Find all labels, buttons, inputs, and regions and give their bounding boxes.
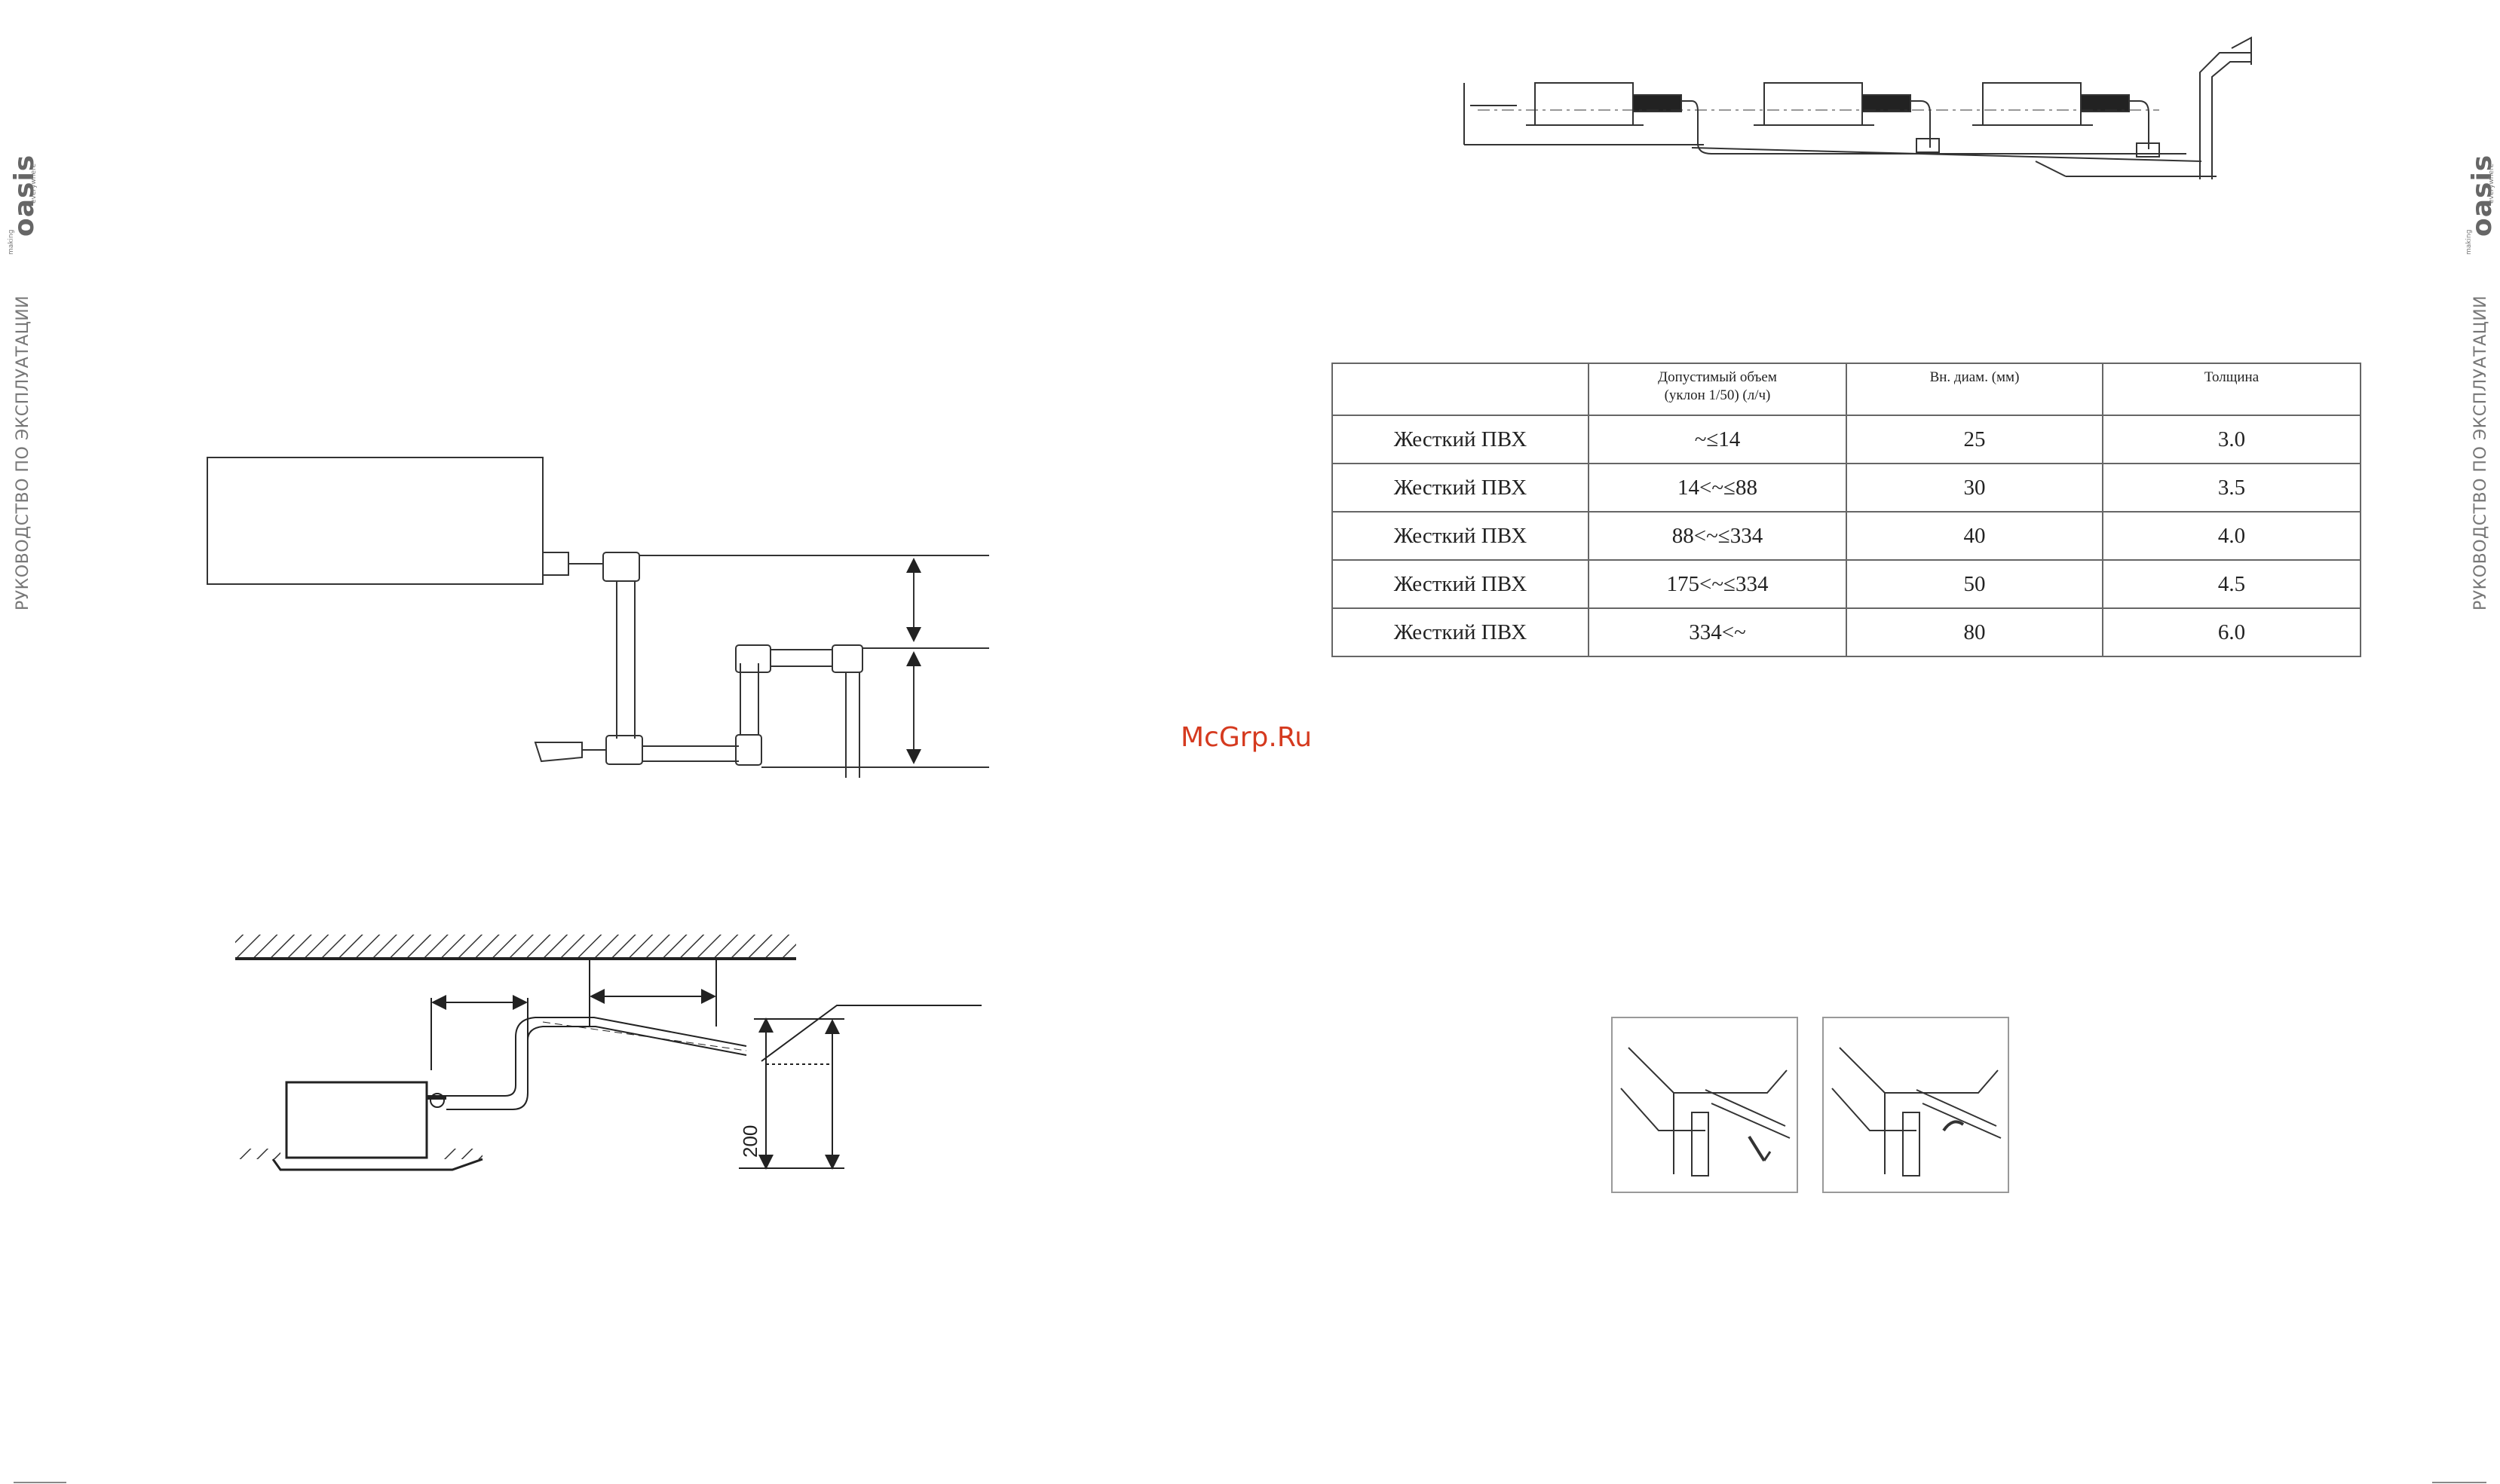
table-header-cell: Допустимый объем (уклон 1/50) (л/ч)	[1588, 363, 1847, 416]
table-cell: 88<~≤334	[1588, 511, 1847, 561]
table-row: Жесткий ПВХ ~≤14 25 3.0	[1331, 415, 2361, 464]
table-cell: Жесткий ПВХ	[1331, 415, 1589, 464]
panel-latch-diagram	[1611, 1017, 2009, 1193]
table-header-cell	[1331, 363, 1589, 416]
header-volume-text: Допустимый объем (уклон 1/50) (л/ч)	[1658, 369, 1777, 403]
table-row: Жесткий ПВХ 88<~≤334 40 4.0	[1331, 511, 2361, 561]
table-cell: 3.0	[2102, 415, 2361, 464]
dimension-200-label: 200	[739, 1125, 761, 1158]
table-cell: 3.5	[2102, 463, 2361, 513]
table-cell: 25	[1846, 415, 2103, 464]
table-cell: 80	[1846, 607, 2103, 657]
table-cell: 4.0	[2102, 511, 2361, 561]
table-header-cell: Толщина	[2102, 363, 2361, 416]
table-cell: 14<~≤88	[1588, 463, 1847, 513]
table-row: Жесткий ПВХ 334<~ 80 6.0	[1331, 607, 2361, 657]
table-cell: Жесткий ПВХ	[1331, 463, 1589, 513]
watermark-link[interactable]: McGrp.Ru	[1181, 722, 1313, 753]
table-cell: Жесткий ПВХ	[1331, 559, 1589, 609]
table-cell: Жесткий ПВХ	[1331, 607, 1589, 657]
table-cell: 50	[1846, 559, 2103, 609]
table-cell: 4.5	[2102, 559, 2361, 609]
table-cell: 6.0	[2102, 607, 2361, 657]
page-edge-mark-right	[2432, 1482, 2486, 1483]
table-cell: 175<~≤334	[1588, 559, 1847, 609]
table-cell: 334<~	[1588, 607, 1847, 657]
page-edge-mark-left	[14, 1482, 66, 1483]
table-cell: 40	[1846, 511, 2103, 561]
table-row: Жесткий ПВХ 175<~≤334 50 4.5	[1331, 559, 2361, 609]
table-cell: 30	[1846, 463, 2103, 513]
table-header-row: Допустимый объем (уклон 1/50) (л/ч) Вн. …	[1331, 363, 2361, 416]
cassette-lift-diagram	[235, 935, 982, 1171]
table-cell: Жесткий ПВХ	[1331, 511, 1589, 561]
drain-pipe-spec-table: Допустимый объем (уклон 1/50) (л/ч) Вн. …	[1331, 363, 2361, 657]
table-row: Жесткий ПВХ 14<~≤88 30 3.5	[1331, 463, 2361, 513]
table-header-cell: Вн. диам. (мм)	[1846, 363, 2103, 416]
drain-riser-diagram	[207, 457, 989, 778]
multi-unit-drain-diagram	[1463, 36, 2252, 179]
table-cell: ~≤14	[1588, 415, 1847, 464]
